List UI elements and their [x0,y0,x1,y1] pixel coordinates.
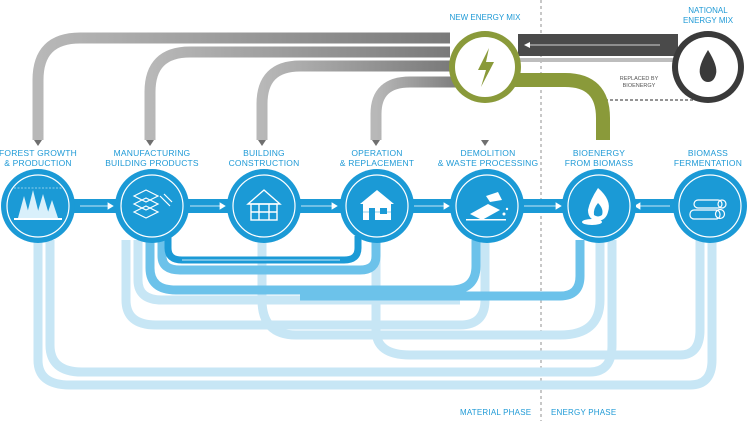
stage-label-manufacturing-line1: MANUFACTURING [113,148,191,158]
replaced-by-line2: BIOENERGY [622,83,656,89]
stage-label-forest: FOREST GROWTH & PRODUCTION [0,148,78,168]
material-phase-label: MATERIAL PHASE [460,408,532,417]
stage-label-fermentation: BIOMASS FERMENTATION [666,148,750,168]
product-recycle-arcs [145,240,585,301]
energy-arc-operation [370,76,462,140]
logs-icon [689,199,727,220]
arrow-heads-gray [34,140,489,146]
replaced-by-label: REPLACED BY BIOENERGY [604,76,674,90]
cabin-icon [360,190,394,220]
replaced-by-line1: REPLACED BY [619,76,659,82]
stage-label-operation-line1: OPERATION [351,148,403,158]
national-energy-mix-label: NATIONAL ENERGY MIX [670,6,746,26]
national-label-line2: ENERGY MIX [682,16,734,25]
stage-label-forest-line2: & PRODUCTION [4,158,72,168]
stage-label-manufacturing-line2: BUILDING PRODUCTS [105,158,199,168]
energy-arc-manufacturing [144,46,450,140]
stage-label-operation-line2: & REPLACEMENT [339,158,415,168]
lumber-icon [132,189,173,219]
stage-circle-fermentation [673,169,747,243]
stage-label-bioenergy-line1: BIOENERGY [572,148,626,158]
energy-arc-construction [256,60,450,140]
stage-label-fermentation-line1: BIOMASS [687,148,729,158]
energy-phase-label: ENERGY PHASE [551,408,617,417]
stage-label-demolition-line2: & WASTE PROCESSING [437,158,539,168]
national-label-line1: NATIONAL [688,6,728,15]
energy-supply-arcs [32,32,491,140]
stage-label-demolition-line1: DEMOLITION [460,148,516,158]
stage-label-manufacturing: MANUFACTURING BUILDING PRODUCTS [102,148,202,168]
stage-label-construction: BUILDING CONSTRUCTION [224,148,304,168]
stage-label-construction-line2: CONSTRUCTION [228,158,300,168]
stage-circle-construction [227,169,301,243]
oil-drop-icon [699,50,717,82]
stage-circle-forest [1,169,75,243]
stage-label-bioenergy-line2: FROM BIOMASS [564,158,634,168]
material-recycle-arcs [33,240,717,390]
bioenergy-return-arc [515,73,610,140]
stage-label-bioenergy: BIOENERGY FROM BIOMASS [556,148,642,168]
house-frame-icon [246,189,282,221]
stage-label-fermentation-line2: FERMENTATION [673,158,743,168]
demolition-icon [466,192,509,221]
forest-icon [14,187,62,220]
lightning-icon [478,48,494,87]
new-energy-mix-label: NEW ENERGY MIX [449,13,521,22]
stage-label-construction-line1: BUILDING [243,148,285,158]
stage-label-demolition: DEMOLITION & WASTE PROCESSING [436,148,540,168]
main-flow-arrows [80,202,670,210]
stage-label-forest-line1: FOREST GROWTH [0,148,77,158]
energy-arc-forest [32,32,450,140]
stage-circle-manufacturing [115,169,189,243]
fire-icon [582,188,609,225]
stage-label-operation: OPERATION & REPLACEMENT [334,148,420,168]
